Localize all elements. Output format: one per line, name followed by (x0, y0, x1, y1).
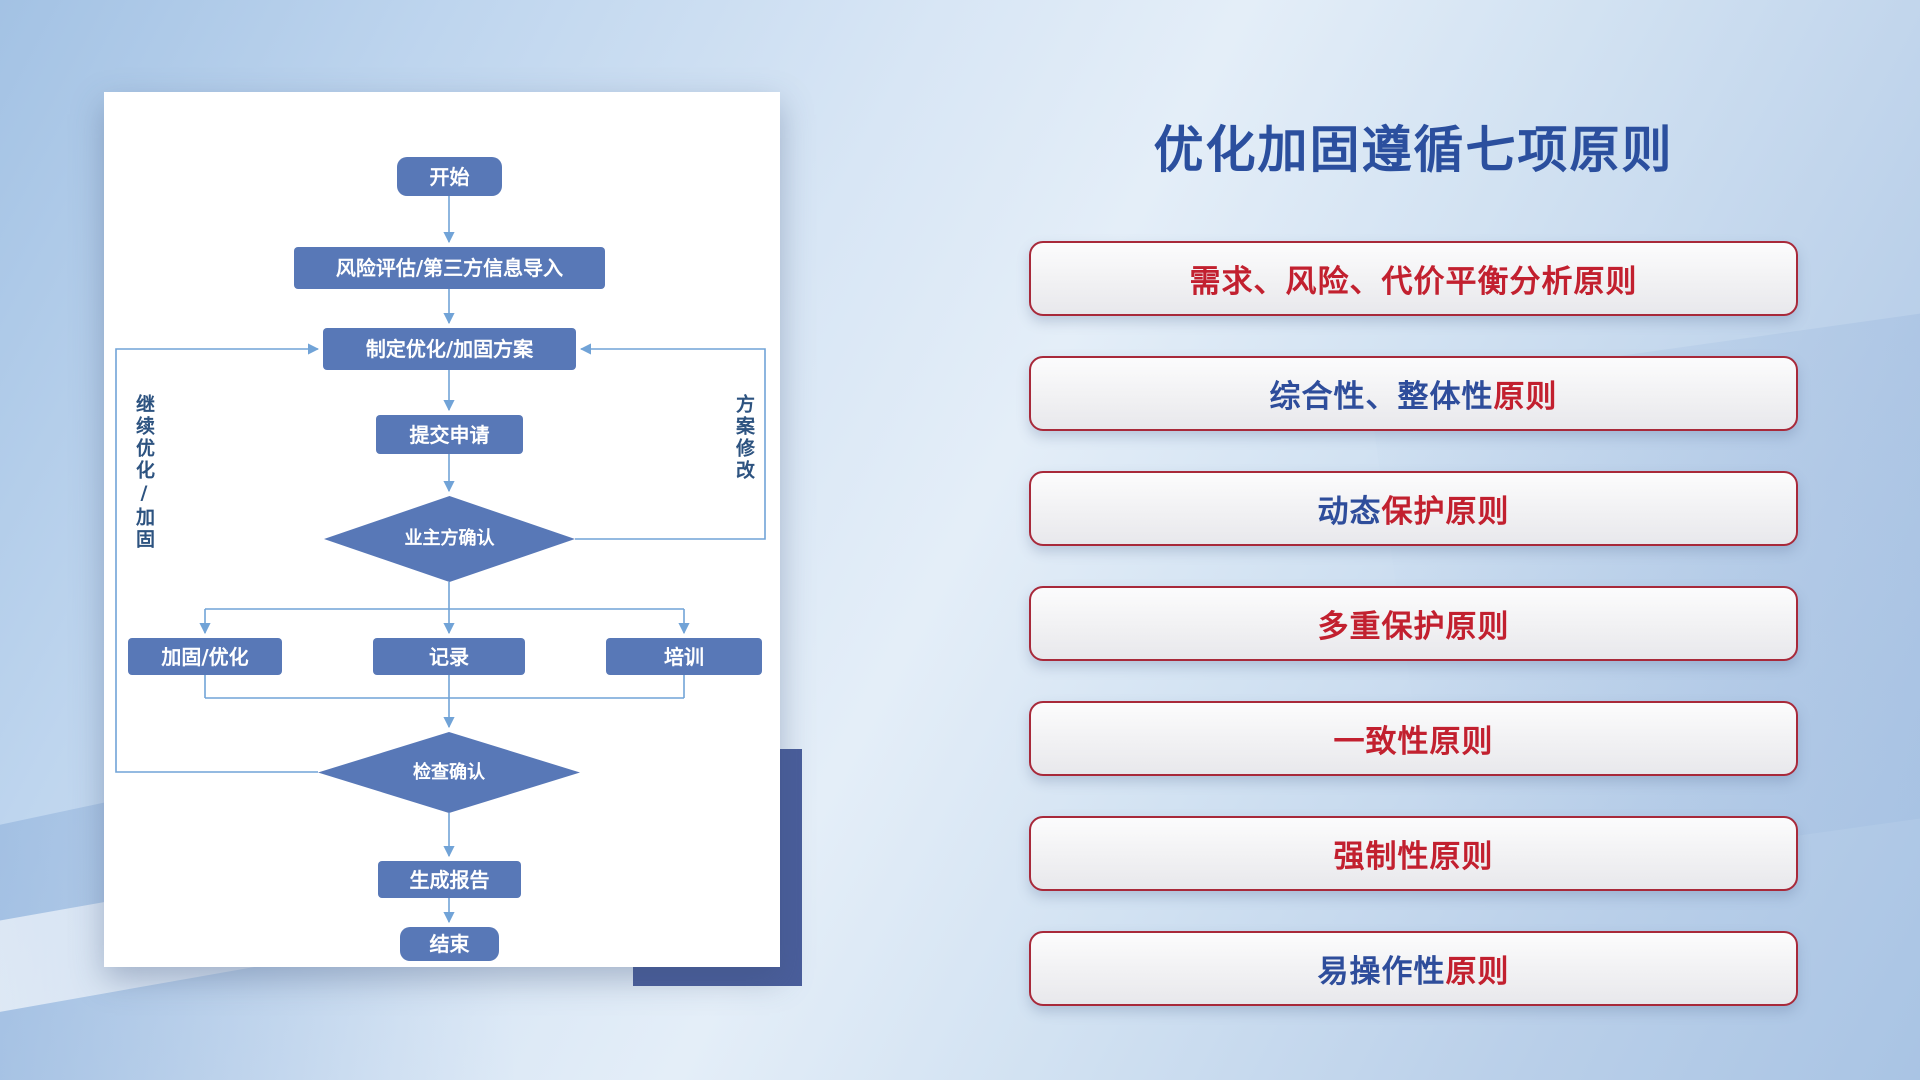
principle-text-segment: 综合性、整体性 (1269, 379, 1494, 415)
flow-node-submit: 提交申请 (376, 415, 523, 454)
loop-left-connector (115, 343, 320, 773)
principles-title: 优化加固遵循七项原则 (1153, 121, 1674, 179)
flow-node-training: 培训 (606, 638, 762, 675)
principle-card: 需求、风险、代价平衡分析原则 (1029, 241, 1798, 316)
flow-node-harden: 加固/优化 (128, 638, 282, 675)
principle-card: 综合性、整体性原则 (1029, 356, 1798, 431)
flow-node-end: 结束 (400, 927, 499, 961)
principle-text-segment: 动态 (1317, 494, 1382, 530)
principle-card: 易操作性原则 (1029, 931, 1798, 1006)
flow-node-record: 记录 (373, 638, 525, 675)
principle-card: 多重保护原则 (1029, 586, 1798, 661)
principle-text-segment: 需求、风险、代价平衡分析原则 (1189, 264, 1638, 300)
straight-connectors (199, 196, 690, 924)
principle-text-segment: 易操作性 (1317, 954, 1446, 990)
loop-label-plan-modify: 方案修改 (733, 394, 755, 482)
principle-card: 强制性原则 (1029, 816, 1798, 891)
flow-node-start: 开始 (397, 157, 502, 196)
principle-text-segment: 一致性原则 (1333, 724, 1494, 760)
principle-text-segment: 保护原则 (1381, 494, 1510, 530)
principle-card: 一致性原则 (1029, 701, 1798, 776)
flow-node-report: 生成报告 (378, 861, 521, 898)
principle-text-segment: 原则 (1493, 379, 1558, 415)
principle-text-segment: 多重保护原则 (1317, 609, 1510, 645)
principle-text-segment: 原则 (1445, 954, 1510, 990)
principle-text-segment: 强制性原则 (1333, 839, 1494, 875)
loop-right-connector (575, 343, 766, 540)
flow-node-risk-import: 风险评估/第三方信息导入 (294, 247, 605, 289)
principles-list: 需求、风险、代价平衡分析原则综合性、整体性原则动态保护原则多重保护原则一致性原则… (1029, 241, 1798, 1006)
flowchart-card: 开始 风险评估/第三方信息导入 制定优化/加固方案 提交申请 业主方确认 加固/… (104, 92, 780, 967)
flowchart-connectors (115, 196, 766, 924)
flow-node-make-plan: 制定优化/加固方案 (323, 328, 576, 370)
principle-card: 动态保护原则 (1029, 471, 1798, 546)
loop-label-continue-optimize: 继续优化/加固 (133, 394, 155, 551)
